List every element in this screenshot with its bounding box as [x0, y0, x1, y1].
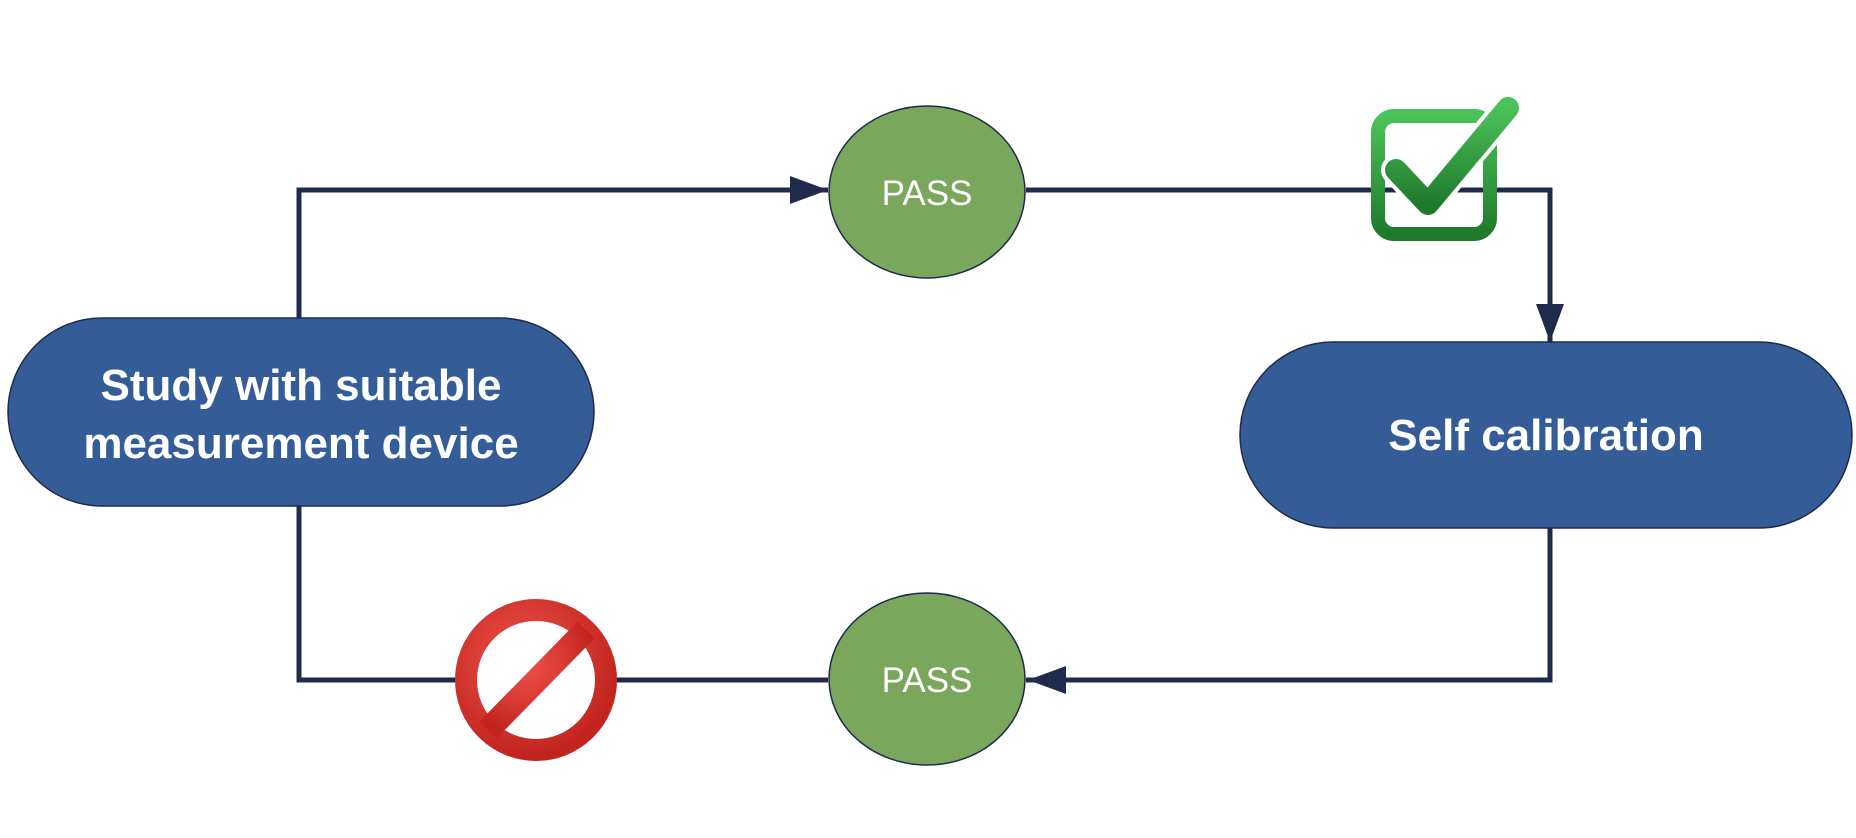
node-study-label-line1: Study with suitable [101, 361, 502, 410]
node-pass-bottom-shape [828, 592, 1026, 766]
node-pass-bottom[interactable]: PASS [828, 592, 1026, 766]
node-calibration[interactable]: Self calibration [1239, 341, 1853, 529]
arrowhead-calibration [1536, 304, 1564, 342]
node-study-label-line2: measurement device [83, 419, 518, 468]
node-pass-bottom-label: PASS [882, 661, 973, 700]
connector-study-to-pass-top [296, 187, 828, 318]
node-pass-top-label: PASS [882, 174, 973, 213]
node-study-shape [7, 317, 595, 507]
arrowhead-pass-top [790, 176, 828, 204]
node-calibration-label: Self calibration [1388, 411, 1703, 460]
connector-pass-top-to-calibration [1026, 187, 1553, 342]
node-study[interactable]: Study with suitable measurement device [7, 317, 595, 507]
checkmark-box-icon [1371, 93, 1523, 241]
connector-calibration-to-pass-bottom [1026, 528, 1553, 683]
node-pass-top-shape [828, 105, 1026, 279]
prohibited-icon [455, 599, 617, 761]
connectors [296, 176, 1564, 694]
arrowhead-pass-bottom [1028, 666, 1066, 694]
node-pass-top[interactable]: PASS [828, 105, 1026, 279]
node-calibration-shape [1239, 341, 1853, 529]
connector-pass-bottom-to-study [296, 506, 828, 683]
